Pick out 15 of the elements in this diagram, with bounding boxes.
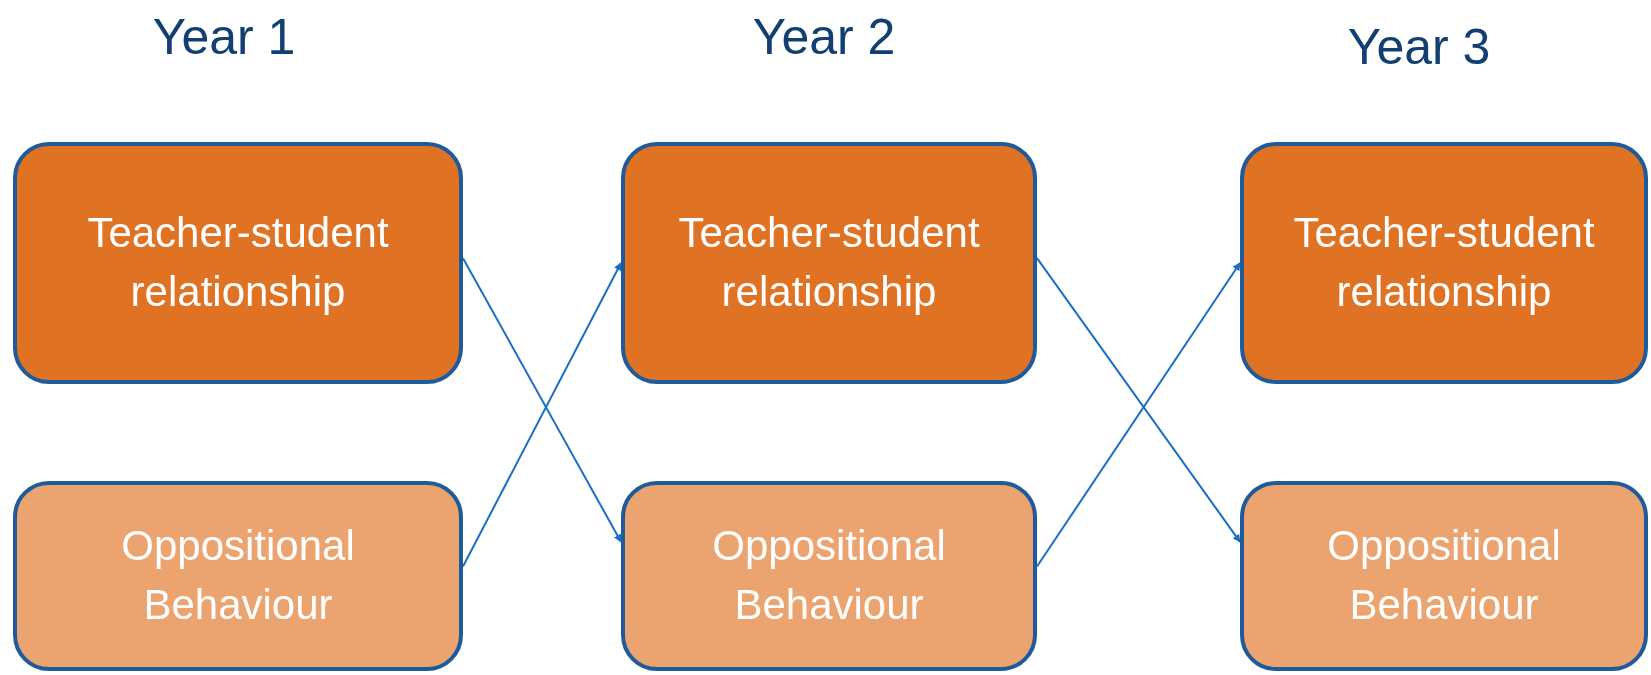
- year-heading: Year 3: [1347, 18, 1491, 76]
- node-text: Teacher-student relationship: [86, 208, 390, 317]
- rounded-box: [13, 142, 463, 384]
- rounded-box: [621, 142, 1037, 384]
- year-heading: Year 2: [752, 8, 896, 66]
- year-heading: Year 1: [152, 8, 296, 66]
- rounded-box: [1240, 481, 1648, 671]
- rounded-box: [621, 481, 1037, 671]
- node-text: Oppositional Behaviour: [711, 521, 947, 630]
- rounded-box: [1240, 142, 1648, 384]
- node-text: Oppositional Behaviour: [120, 521, 356, 630]
- node-text: Teacher-student relationship: [677, 208, 981, 317]
- node-text: Teacher-student relationship: [1292, 208, 1596, 317]
- node-text: Oppositional Behaviour: [1326, 521, 1562, 630]
- rounded-box: [13, 481, 463, 671]
